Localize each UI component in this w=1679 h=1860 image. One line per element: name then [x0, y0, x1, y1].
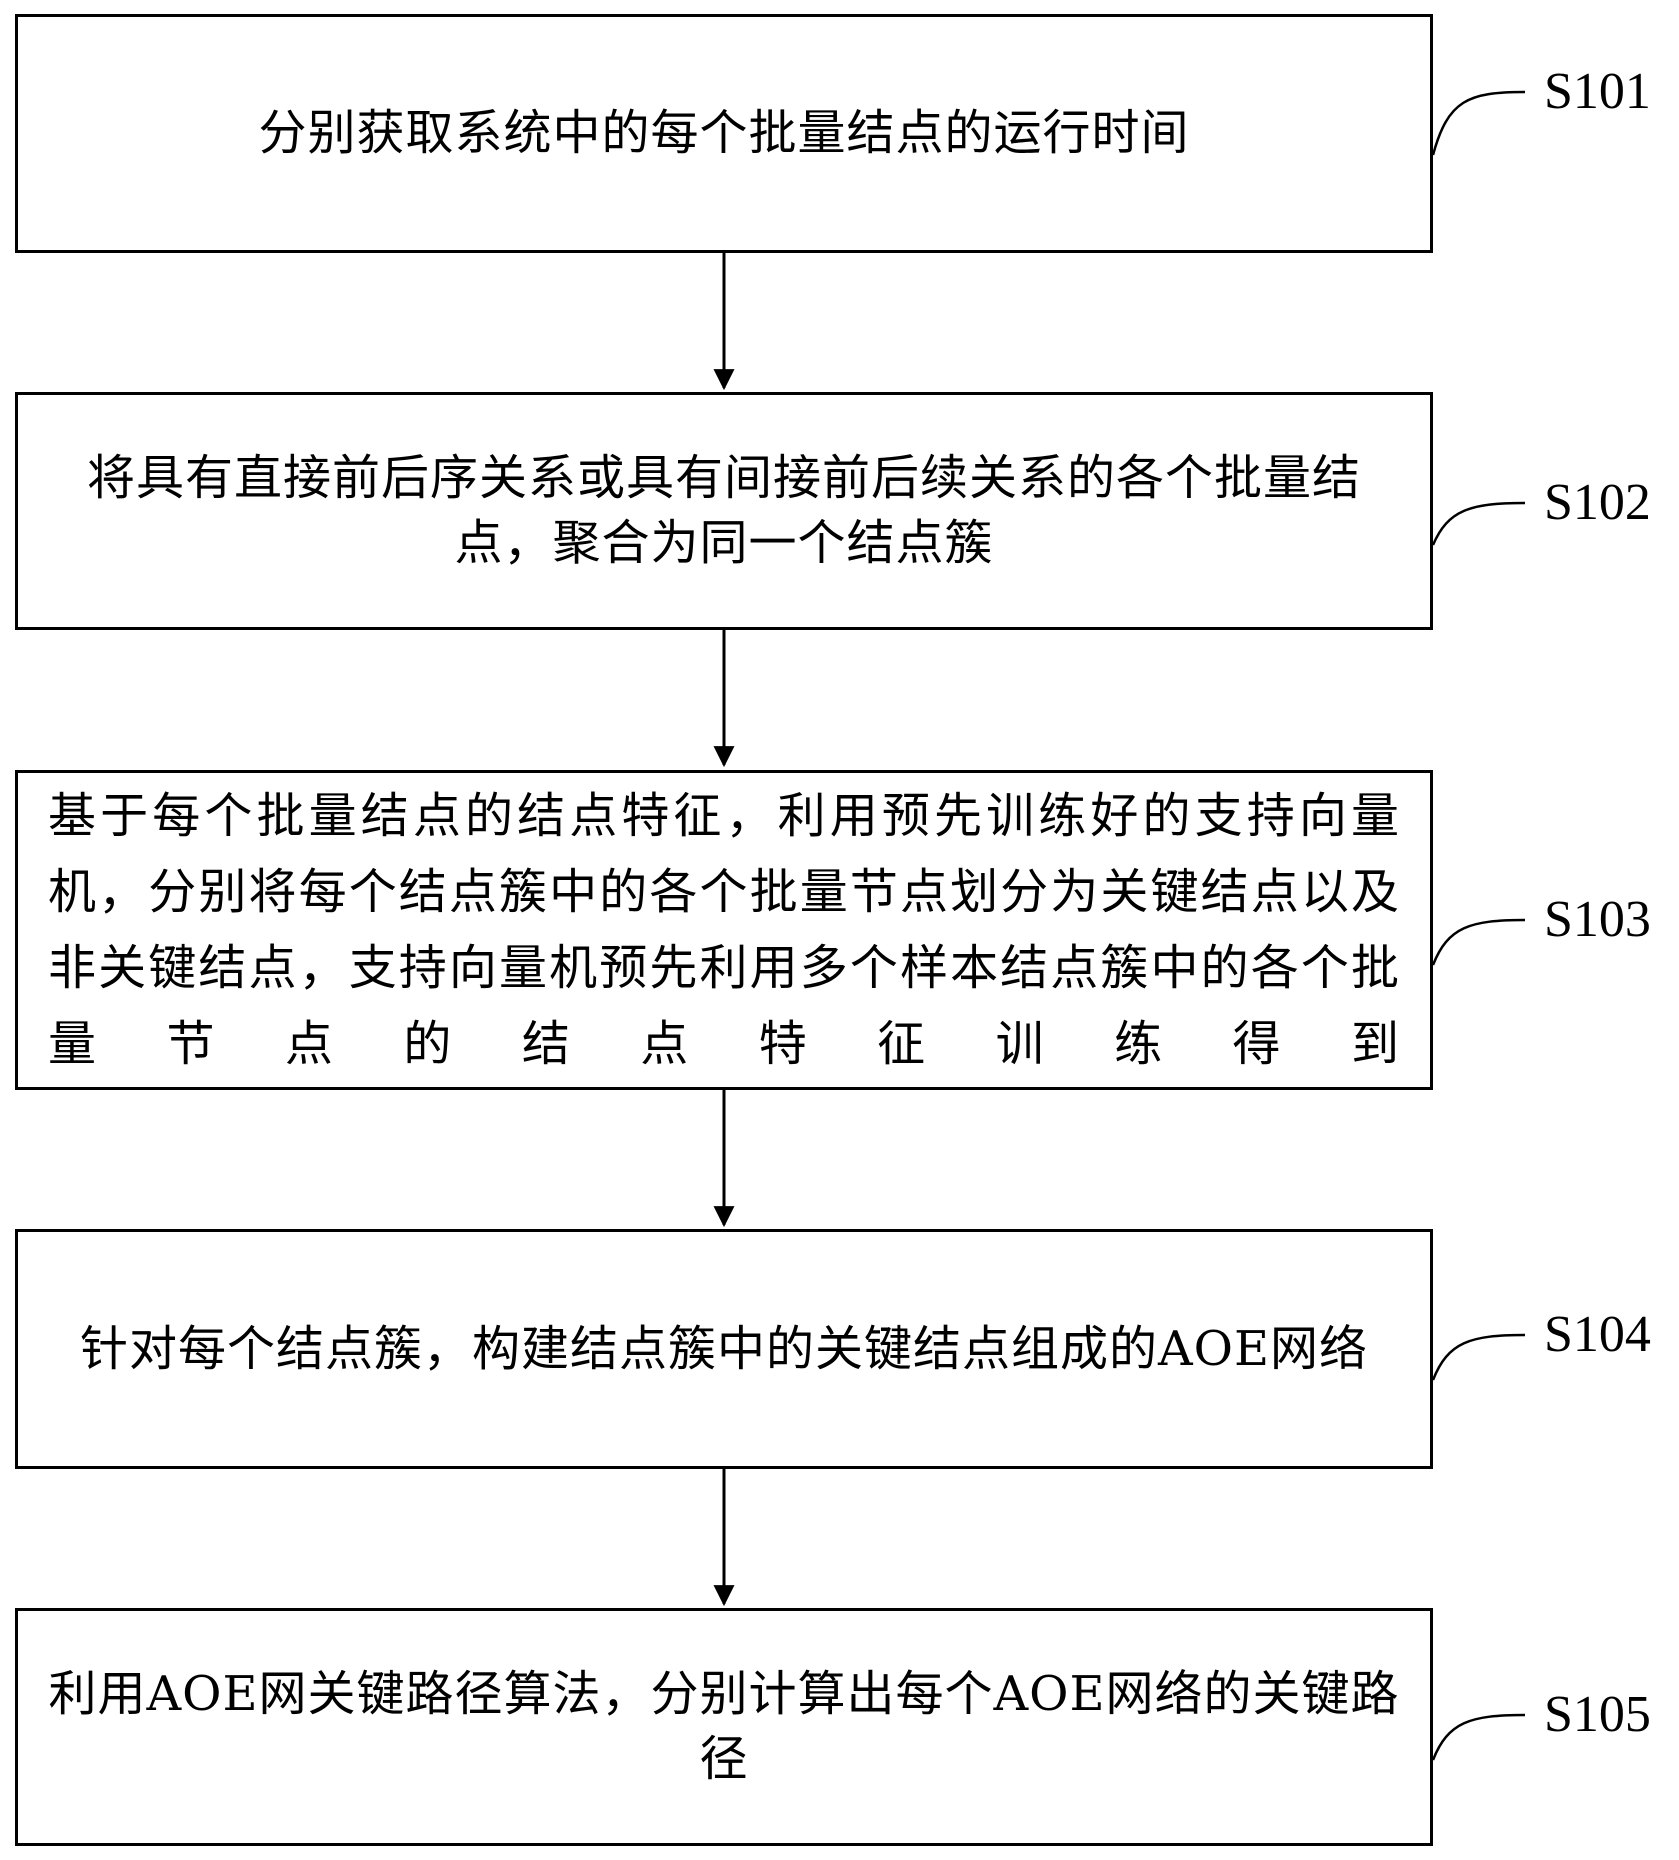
step-box-s103: 基于每个批量结点的结点特征，利用预先训练好的支持向量机，分别将每个结点簇中的各个…	[15, 770, 1433, 1090]
step-id-s102: S102	[1544, 474, 1651, 531]
step-text-s104: 针对每个结点簇，构建结点簇中的关键结点组成的AOE网络	[79, 1320, 1369, 1377]
step-id-s103: S103	[1544, 891, 1651, 948]
step-box-s101: 分别获取系统中的每个批量结点的运行时间	[15, 14, 1433, 253]
step-text-s102: 将具有直接前后序关系或具有间接前后续关系的各个批量结点，聚合为同一个结点簇	[86, 450, 1361, 571]
step-text-s103: 基于每个批量结点的结点特征，利用预先训练好的支持向量机，分别将每个结点簇中的各个…	[48, 788, 1400, 1072]
step-box-s105: 利用AOE网关键路径算法，分别计算出每个AOE网络的关键路径	[15, 1608, 1433, 1846]
step-text-s101: 分别获取系统中的每个批量结点的运行时间	[258, 105, 1190, 161]
step-id-s101: S101	[1544, 63, 1651, 120]
leader-curve-s102	[1431, 501, 1526, 546]
step-box-s102: 将具有直接前后序关系或具有间接前后续关系的各个批量结点，聚合为同一个结点簇	[15, 392, 1433, 630]
leader-curve-s105	[1431, 1713, 1526, 1761]
leader-curve-s101	[1431, 90, 1526, 156]
step-text-s105: 利用AOE网关键路径算法，分别计算出每个AOE网络的关键路径	[48, 1666, 1400, 1787]
step-id-s105: S105	[1544, 1686, 1651, 1743]
step-box-s104: 针对每个结点簇，构建结点簇中的关键结点组成的AOE网络	[15, 1229, 1433, 1469]
step-id-s104: S104	[1544, 1306, 1651, 1363]
leader-curve-s104	[1431, 1333, 1526, 1381]
leader-curve-s103	[1431, 918, 1526, 966]
